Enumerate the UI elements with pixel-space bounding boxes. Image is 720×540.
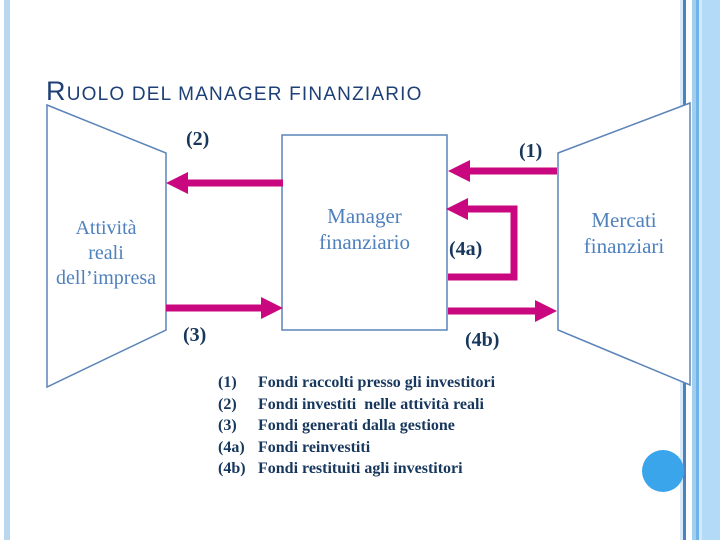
- right-border-stripe: [699, 0, 702, 540]
- legend-item-num: (2): [218, 395, 237, 413]
- flow-label-3: (3): [183, 324, 207, 346]
- arrow-2: [166, 172, 283, 194]
- legend-item-text: Fondi investiti nelle attività reali: [258, 395, 484, 413]
- arrow-3: [166, 297, 283, 319]
- arrow-1: [448, 160, 557, 182]
- slide-title: RUOLO DEL MANAGER FINANZIARIO: [46, 76, 423, 106]
- legend-item-num: (3): [218, 417, 237, 434]
- real-assets-shape: [46, 103, 167, 389]
- real-assets-label-line: Attività: [75, 217, 137, 239]
- legend: (1) Fondi raccolti presso gli investitor…: [218, 372, 495, 480]
- legend-item-text: Fondi restituiti agli investitori: [258, 460, 463, 477]
- real-assets-label: Attività reali dell’impresa: [40, 216, 172, 291]
- flow-label-2: (2): [186, 128, 210, 150]
- financial-manager-shape: [281, 134, 448, 331]
- legend-item-num: (1): [218, 374, 237, 391]
- financial-markets-label-line: Mercati: [591, 208, 657, 232]
- right-border-stripe: [702, 0, 720, 540]
- left-border-stripe: [4, 0, 10, 540]
- flow-label-1: (1): [519, 140, 543, 162]
- financial-markets-label-line: finanziari: [583, 234, 665, 258]
- right-border-stripe: [692, 0, 696, 540]
- legend-item: (4b) Fondi restituiti agli investitori: [218, 458, 495, 480]
- legend-item-num: (4b): [218, 460, 246, 477]
- arrow-4a: [446, 198, 518, 281]
- legend-item: (1) Fondi raccolti presso gli investitor…: [218, 372, 495, 394]
- financial-manager-label: Manager finanziario: [282, 203, 447, 255]
- accent-circle: [642, 450, 684, 492]
- financial-markets-label: Mercati finanziari: [566, 207, 682, 259]
- financial-manager-label-line: Manager: [327, 204, 402, 228]
- legend-item: (3) Fondi generati dalla gestione: [218, 415, 495, 437]
- legend-item: (4a) Fondi reinvestiti: [218, 437, 495, 459]
- flow-label-4b: (4b): [465, 329, 500, 351]
- right-border-stripe: [696, 0, 699, 540]
- legend-item-text: Fondi generati dalla gestione: [258, 417, 455, 434]
- financial-manager-label-line: finanziario: [319, 230, 410, 254]
- financial-markets-shape: [557, 101, 691, 387]
- flow-label-4a: (4a): [449, 238, 483, 260]
- legend-item: (2) Fondi investiti nelle attività reali: [218, 394, 495, 416]
- legend-item-text: Fondi reinvestiti: [258, 438, 371, 456]
- real-assets-label-line: reali: [88, 242, 124, 264]
- legend-item-text: Fondi raccolti presso gli investitori: [258, 374, 496, 391]
- arrow-4b: [448, 300, 557, 322]
- legend-item-num: (4a): [218, 438, 245, 456]
- real-assets-label-line: dell’impresa: [56, 267, 156, 289]
